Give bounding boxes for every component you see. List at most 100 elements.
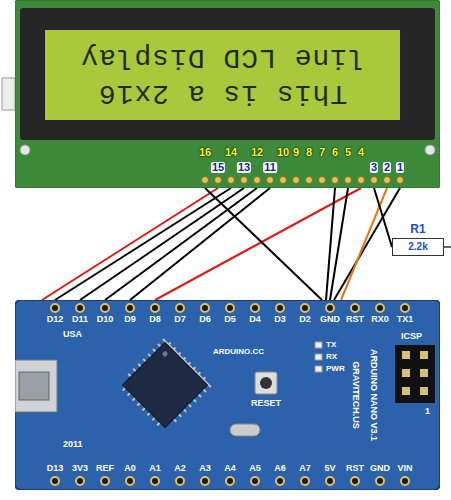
lcd-side-connector <box>2 78 15 110</box>
pin-name: D4 <box>249 315 261 324</box>
lcd-module: This is a 2x16line LCD Display1614121098… <box>15 0 440 188</box>
header-pin <box>201 477 209 485</box>
header-pin <box>351 304 359 312</box>
lcd-bezel <box>20 8 435 140</box>
pin-number: 3 <box>370 162 378 173</box>
board-print: ARDUINO NANO V3.1 <box>369 349 378 441</box>
pin-number: 1 <box>396 162 404 173</box>
icsp-pin <box>420 387 428 395</box>
pin-name: VIN <box>397 464 412 473</box>
header-pin <box>51 304 59 312</box>
pin-name: D7 <box>174 315 186 324</box>
crystal <box>230 424 260 436</box>
icsp-pin <box>402 351 410 359</box>
pin-name: D5 <box>224 315 236 324</box>
header-pin <box>358 177 365 184</box>
header-pin <box>326 304 334 312</box>
part-name: R1 <box>392 222 444 236</box>
pin-name: A2 <box>174 464 186 473</box>
pin-name: A5 <box>249 464 261 473</box>
pin-name: D2 <box>299 315 311 324</box>
pin-name: RST <box>346 464 364 473</box>
header-pin <box>397 177 404 184</box>
pin-number: 13 <box>237 162 251 173</box>
chip-dot <box>161 350 168 357</box>
wire <box>80 188 244 300</box>
status-led <box>315 366 322 372</box>
pin-name: D10 <box>97 315 114 324</box>
microcontroller-chip <box>123 343 208 428</box>
header-pin <box>319 177 326 184</box>
mounting-hole <box>425 145 435 155</box>
pin-name: D11 <box>72 315 88 324</box>
pin-number: 14 <box>225 147 237 158</box>
header-pin <box>371 177 378 184</box>
usb-socket <box>19 372 49 400</box>
header-pin <box>401 477 409 485</box>
status-led <box>315 342 322 348</box>
header-pin <box>176 477 184 485</box>
resistor-lead <box>444 246 451 248</box>
header-pin <box>202 177 209 184</box>
header-pin <box>215 177 222 184</box>
header-pin <box>226 304 234 312</box>
resistor-value: 2.2k <box>392 238 444 256</box>
header-pin <box>226 477 234 485</box>
header-pin <box>101 304 109 312</box>
header-pin <box>51 477 59 485</box>
pin-name: A0 <box>124 464 136 473</box>
header-pin <box>151 304 159 312</box>
lcd-glass <box>45 30 400 120</box>
board-marking: USA <box>63 330 82 339</box>
lcd-text-line: This is a 2x16 <box>98 75 347 111</box>
header-pin <box>401 304 409 312</box>
wire <box>330 188 348 300</box>
icsp-pin <box>420 351 428 359</box>
pin-name: RX0 <box>371 315 389 324</box>
pin-name: 5V <box>324 464 335 473</box>
header-pin <box>151 477 159 485</box>
board-marking: RX <box>326 353 337 361</box>
wire <box>334 188 400 300</box>
pin-name: REF <box>96 464 114 473</box>
header-pin <box>306 177 313 184</box>
header-pin <box>241 177 248 184</box>
header-pin <box>254 177 261 184</box>
header-pin <box>345 177 352 184</box>
header-pin <box>251 304 259 312</box>
header-pin <box>301 304 309 312</box>
wire <box>55 188 231 300</box>
pin-number: 6 <box>332 147 338 158</box>
header-pin <box>201 304 209 312</box>
pin-number: 7 <box>319 147 325 158</box>
header-pin <box>76 304 84 312</box>
header-pin <box>126 477 134 485</box>
wire <box>105 188 257 300</box>
header-pin <box>126 304 134 312</box>
pin-name: D12 <box>47 315 64 324</box>
pin-name: D3 <box>274 315 286 324</box>
header-pin <box>351 477 359 485</box>
icsp-pin <box>402 387 410 395</box>
status-led <box>315 354 322 360</box>
header-pin <box>276 304 284 312</box>
icsp-pin <box>402 369 410 377</box>
pin-number: 8 <box>306 147 312 158</box>
wire <box>130 188 270 300</box>
pin-name: D13 <box>47 464 64 473</box>
mounting-hole <box>20 145 30 155</box>
pin-name: RST <box>346 315 364 324</box>
board-marking: TX <box>326 341 336 349</box>
board-marking: PWR <box>326 365 345 373</box>
board-marking: 2011 <box>63 440 83 449</box>
board-print: GRAVITECH.US <box>351 361 360 428</box>
header-pin <box>332 177 339 184</box>
header-pin <box>101 477 109 485</box>
header-pin <box>376 477 384 485</box>
header-pin <box>384 177 391 184</box>
usb-connector <box>15 360 57 412</box>
pin-name: A7 <box>299 464 311 473</box>
header-pin <box>176 304 184 312</box>
header-pin <box>301 477 309 485</box>
